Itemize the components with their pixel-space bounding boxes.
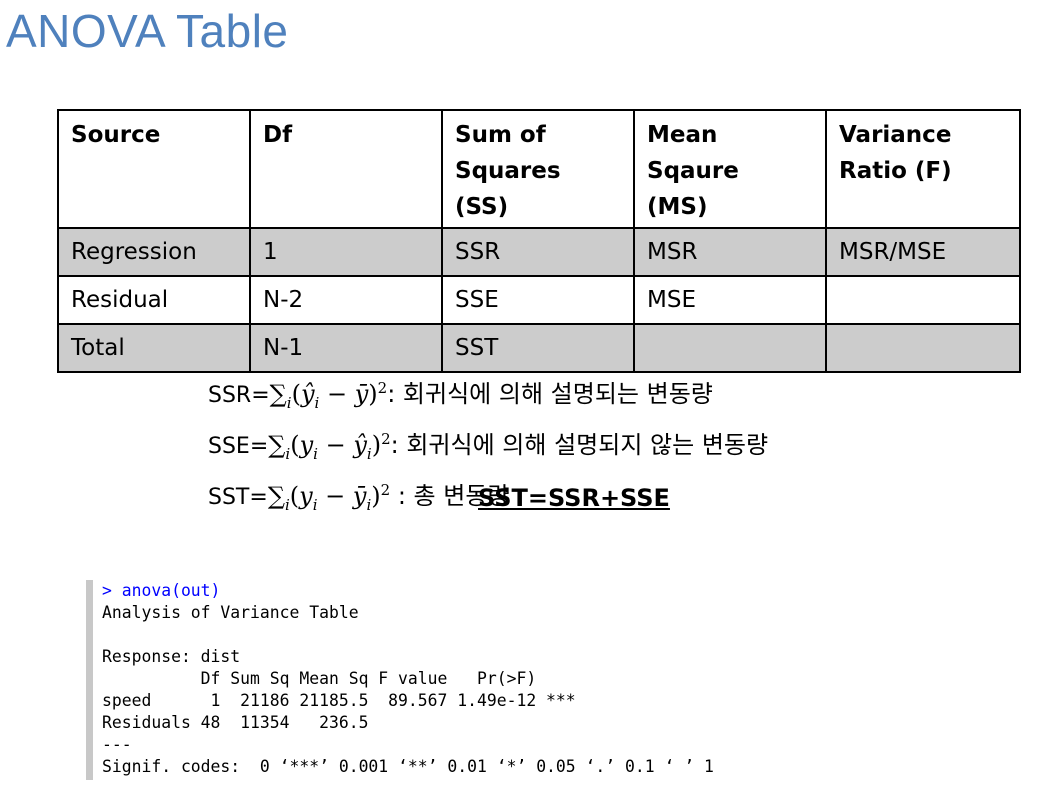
table-cell: SSR [441,227,635,277]
table-cell: MSR [633,227,827,277]
table-cell: Total [57,323,251,373]
sst-identity: SST=SSR+SSE [478,484,670,512]
console-command: > anova(out) [102,581,221,600]
console-line: Analysis of Variance Table [102,603,359,622]
sst-formula: SST=∑i(yi − ȳi)2 : 총 변동량 [208,480,510,514]
table-cell: N-2 [249,275,443,325]
header-source: Source [57,109,251,229]
slide-title: ANOVA Table [6,5,289,57]
table-cell: SSE [441,275,635,325]
sse-formula: SSE=∑i(yi − ŷi)2: 회귀식에 의해 설명되지 않는 변동량 [208,429,769,463]
console-line: Df Sum Sq Mean Sq F value Pr(>F) [102,669,576,688]
console-line: Residuals 48 11354 236.5 [102,713,576,732]
table-cell: 1 [249,227,443,277]
ssr-formula: SSR=∑i(ŷi − ȳ)2: 회귀식에 의해 설명되는 변동량 [208,379,713,412]
header-df: Df [249,109,443,229]
table-row-residual: Residual N-2 SSE MSE [57,275,1021,325]
console-line: Signif. codes: 0 ‘***’ 0.001 ‘**’ 0.01 ‘… [102,757,714,776]
table-row-total: Total N-1 SST [57,323,1021,373]
table-cell: MSR/MSE [825,227,1021,277]
table-cell [825,323,1021,373]
table-cell [633,323,827,373]
table-cell: SST [441,323,635,373]
table-row-regression: Regression 1 SSR MSR MSR/MSE [57,227,1021,277]
console-line: --- [102,735,132,754]
formula-block: SSR=∑i(ŷi − ȳ)2: 회귀식에 의해 설명되는 변동량 SSE=∑i… [208,370,768,522]
table-cell: MSE [633,275,827,325]
header-mean-square: Mean Sqaure(MS) [633,109,827,229]
table-cell: Residual [57,275,251,325]
table-cell: N-1 [249,323,443,373]
table-cell [825,275,1021,325]
console-line: speed 1 21186 21185.5 89.567 1.49e-12 **… [102,691,576,710]
r-console-output: > anova(out) Analysis of Variance Table … [86,580,862,780]
console-line: Response: dist [102,647,241,666]
table-cell: Regression [57,227,251,277]
console-line [102,624,862,646]
